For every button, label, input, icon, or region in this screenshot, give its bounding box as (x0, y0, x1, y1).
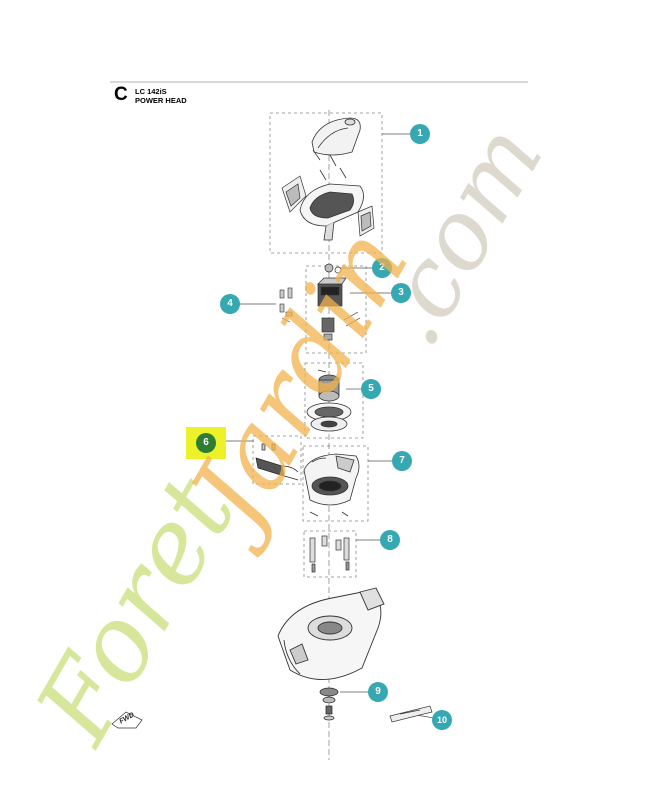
part-top-cover (311, 117, 361, 167)
section-letter: C (114, 84, 128, 105)
group-box-8 (303, 530, 357, 578)
part-side-brackets (281, 175, 375, 237)
model-name: LC 142iS (135, 87, 167, 96)
callout-1[interactable]: 1 (410, 124, 430, 144)
section-title: POWER HEAD (135, 96, 187, 105)
part-fasteners-4 (279, 287, 293, 323)
part-blade (389, 705, 433, 723)
callout-4[interactable]: 4 (220, 294, 240, 314)
callout-3[interactable]: 3 (391, 283, 411, 303)
leader-lines (226, 133, 435, 719)
part-cable-6 (255, 443, 299, 481)
callout-9[interactable]: 9 (368, 682, 388, 702)
callout-7[interactable]: 7 (392, 451, 412, 471)
group-box-3 (305, 265, 367, 354)
part-switch-block (317, 263, 361, 341)
group-boxes (252, 112, 383, 578)
callout-8[interactable]: 8 (380, 530, 400, 550)
callout-5[interactable]: 5 (361, 379, 381, 399)
group-box-5 (304, 362, 364, 439)
part-bolts-8 (309, 535, 350, 573)
part-blade-hub (319, 687, 339, 721)
part-handle-frame (299, 167, 364, 241)
callout-10[interactable]: 10 (432, 710, 452, 730)
callout-6[interactable]: 6 (196, 433, 216, 453)
part-motor (306, 369, 352, 432)
group-box-7 (302, 445, 369, 522)
part-mower-deck (277, 587, 385, 680)
group-box-1 (269, 112, 383, 254)
fwd-arrow (111, 711, 143, 729)
callout-2[interactable]: 2 (372, 258, 392, 278)
group-box-6 (252, 435, 302, 485)
part-upper-housing (303, 453, 360, 517)
